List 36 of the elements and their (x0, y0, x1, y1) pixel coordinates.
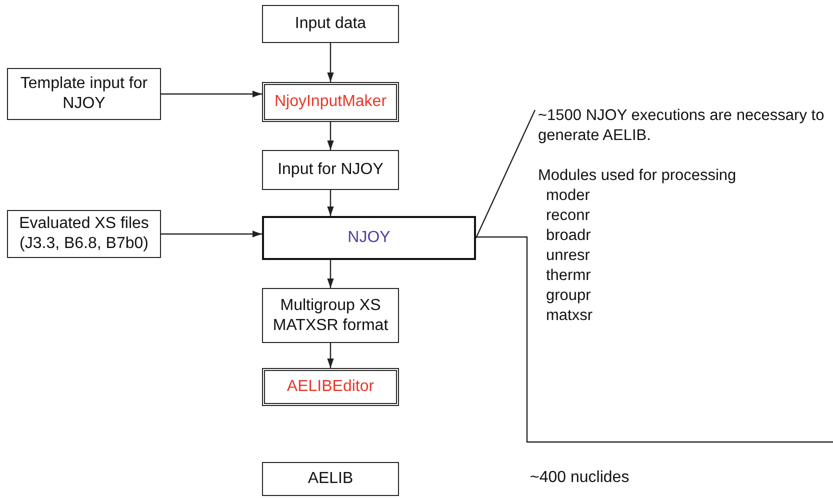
module-name: broadr (545, 226, 591, 246)
process-box (7, 210, 161, 258)
note-text: ~1500 NJOY executions are necessary to generate AELIB. (538, 106, 826, 146)
module-name: groupr (545, 286, 591, 306)
arrow (327, 343, 334, 368)
module-name: unresr (545, 246, 590, 266)
module-name: moder (545, 186, 590, 206)
note-text: ~400 nuclides (530, 469, 630, 487)
arrow (161, 90, 262, 98)
program-box (262, 368, 399, 406)
leader-line (475, 110, 536, 238)
process-box (7, 68, 161, 120)
arrow (327, 190, 334, 216)
process-box (262, 216, 476, 260)
process-box (262, 5, 399, 43)
node-label: Evaluated XS files (J3.3, B6.8, B7b0) (18, 214, 150, 254)
note-heading: Modules used for processing (538, 166, 736, 186)
arrow (327, 260, 334, 288)
node-label: Multigroup XS MATXSR format (272, 296, 390, 336)
node-label: NJOY (346, 228, 392, 248)
node-label: AELIB (306, 469, 354, 489)
program-box (262, 82, 399, 122)
node-label: NjoyInputMaker (273, 92, 388, 112)
process-box (262, 288, 399, 343)
module-name: matxsr (545, 306, 592, 326)
arrow (161, 230, 262, 238)
arrow (327, 43, 334, 82)
node-label: Input data (294, 14, 368, 34)
process-box (262, 462, 399, 496)
node-label: AELIBEditor (286, 377, 376, 397)
arrow (327, 122, 334, 150)
node-label: Input for NJOY (276, 160, 384, 180)
module-name: thermr (545, 266, 591, 286)
node-label: Template input for NJOY (19, 74, 149, 114)
process-box (262, 150, 399, 190)
module-name: reconr (545, 206, 590, 226)
